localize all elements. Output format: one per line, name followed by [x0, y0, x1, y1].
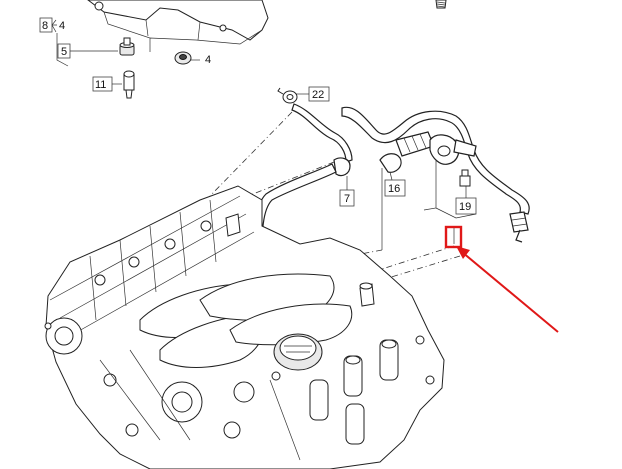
highlight-box: [444, 225, 463, 249]
callout-4b-text: 4: [205, 54, 211, 66]
callout-22-text: 22: [312, 89, 324, 101]
grommet-part: [119, 37, 135, 56]
grommet-part-2: 4: [174, 51, 211, 66]
callout-7: 7: [339, 176, 355, 207]
hose-clip-part: [459, 169, 471, 187]
callout-16-text: 16: [388, 183, 400, 195]
red-arrow-icon: [456, 246, 559, 333]
oil-filler-cap: [273, 333, 323, 371]
assembly-leader-lines: [381, 160, 477, 250]
callout-22: 22: [296, 86, 330, 102]
stud-part: [123, 70, 135, 99]
callout-7-text: 7: [344, 193, 350, 205]
callout-11: 11: [92, 76, 122, 92]
callout-19-text: 19: [459, 201, 471, 213]
callout-8: 8 4: [39, 17, 69, 67]
callout-11-text: 11: [95, 79, 106, 91]
callout-5-text: 5: [61, 46, 67, 58]
callout-4a-text: 4: [59, 20, 65, 32]
callout-8-text: 8: [42, 20, 48, 32]
breather-hose-part: [291, 103, 530, 243]
engine-block: [44, 185, 445, 469]
clamp-part: [277, 87, 298, 104]
callout-16: 16: [384, 171, 406, 197]
engine-cover-part: [87, 0, 269, 52]
callout-19: 19: [455, 186, 477, 215]
callout-5: 5: [57, 43, 118, 59]
screw-part: [435, 0, 447, 9]
